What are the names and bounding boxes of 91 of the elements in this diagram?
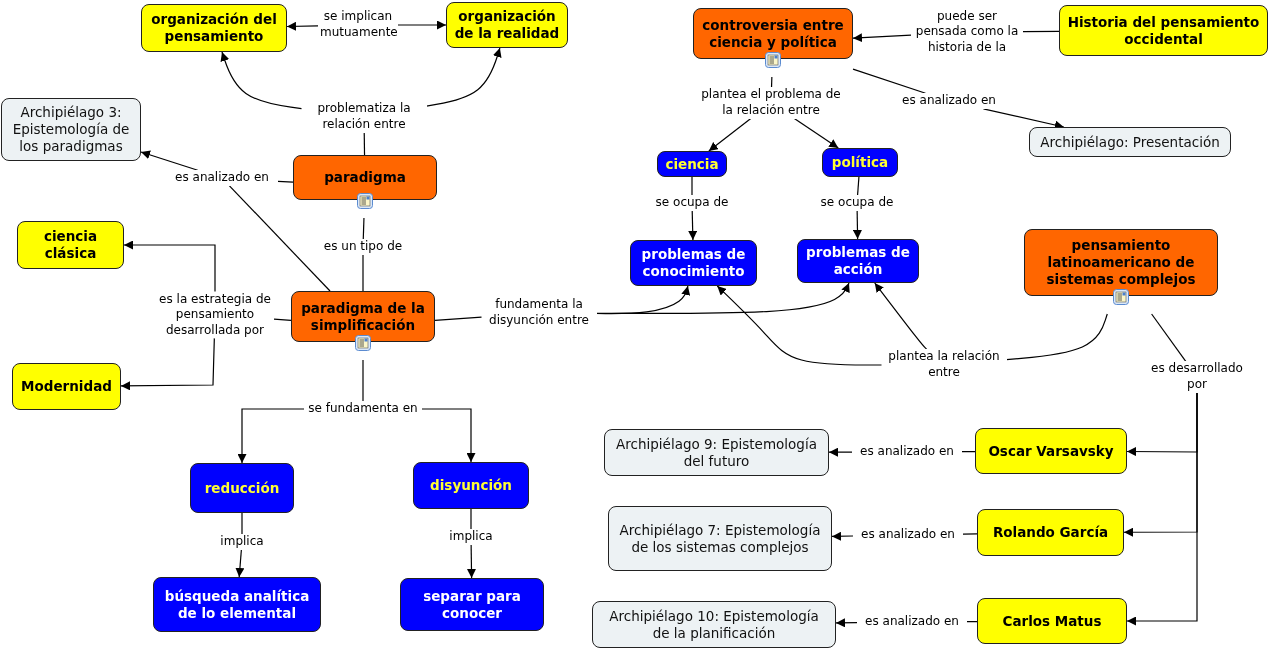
reference-box bbox=[604, 429, 829, 476]
connector-line bbox=[362, 359, 364, 402]
concept-label: búsqueda analítica de lo elemental bbox=[163, 587, 311, 622]
connector-line bbox=[362, 254, 364, 292]
concept-box bbox=[822, 148, 898, 177]
connector-line bbox=[363, 132, 366, 156]
concept-label: Archipiélago 9: Epistemología del futuro bbox=[615, 435, 818, 470]
concept-box bbox=[153, 577, 321, 632]
arrow bbox=[466, 544, 476, 579]
connector-line bbox=[434, 316, 483, 321]
concept-label: Archipiélago: Presentación bbox=[1040, 133, 1220, 151]
concept-box bbox=[797, 239, 919, 283]
concept-box bbox=[141, 4, 287, 52]
connector-line bbox=[241, 512, 243, 535]
connector-line bbox=[362, 217, 365, 240]
connector-line bbox=[228, 185, 331, 292]
concept-box bbox=[190, 463, 294, 513]
arrow bbox=[397, 20, 447, 30]
concept-box bbox=[12, 363, 121, 410]
arrow bbox=[220, 51, 303, 110]
connector-line bbox=[1151, 313, 1187, 362]
arrow bbox=[123, 240, 216, 293]
concept-label: política bbox=[831, 154, 889, 171]
concept-box bbox=[400, 578, 544, 631]
arrow bbox=[835, 618, 858, 628]
concept-label: ciencia clásica bbox=[42, 228, 99, 262]
reference-box bbox=[608, 506, 832, 571]
concept-label: Carlos Matus bbox=[1002, 612, 1102, 630]
reference-box bbox=[1, 98, 141, 161]
concept-label: problemas de acción bbox=[805, 244, 911, 278]
concept-box bbox=[977, 509, 1124, 556]
concept-label: Modernidad bbox=[21, 378, 112, 395]
concept-box bbox=[630, 240, 757, 286]
reference-box bbox=[1029, 127, 1231, 157]
connector-line bbox=[277, 180, 294, 183]
concept-box bbox=[17, 221, 124, 269]
concept-box bbox=[1059, 5, 1268, 56]
concept-label: Historia del pensamiento occidental bbox=[1066, 13, 1261, 48]
connector-line bbox=[962, 533, 978, 535]
concept-label: disyunción bbox=[430, 477, 512, 494]
arrow bbox=[1126, 392, 1198, 626]
arrow bbox=[286, 21, 319, 31]
concept-label: organización del pensamiento bbox=[150, 11, 278, 45]
concept-label: problemas de conocimiento bbox=[640, 246, 747, 280]
arrow bbox=[874, 282, 928, 350]
arrow bbox=[828, 447, 853, 457]
concept-box bbox=[975, 428, 1127, 474]
concept-label: Archipiélago 3: Epistemología de los paradigmas bbox=[11, 104, 131, 155]
connector-line bbox=[691, 176, 693, 196]
connector-line bbox=[1022, 30, 1060, 33]
concept-label: paradigma bbox=[324, 169, 406, 186]
connector-line bbox=[470, 508, 472, 530]
concept-box bbox=[293, 155, 437, 200]
arrow bbox=[595, 282, 850, 315]
arrow bbox=[831, 531, 854, 541]
connector-line bbox=[852, 68, 927, 94]
concept-box bbox=[291, 291, 435, 342]
concept-box bbox=[1024, 229, 1218, 296]
arrow bbox=[852, 33, 912, 43]
arrow bbox=[140, 150, 199, 171]
connector-line bbox=[273, 318, 292, 321]
concept-label: reducción bbox=[204, 479, 280, 497]
linking-phrase: es la estrategia de pensamiento desarrollada por bbox=[156, 291, 274, 339]
concept-label: separar para conocer bbox=[422, 587, 522, 622]
arrow bbox=[237, 408, 305, 464]
connector-line bbox=[1005, 313, 1108, 361]
arrow bbox=[708, 118, 752, 152]
concept-label: ciencia bbox=[665, 155, 719, 173]
concept-label: controversia entre ciencia y política bbox=[701, 16, 845, 51]
concept-box bbox=[977, 598, 1127, 644]
arrow bbox=[425, 47, 502, 107]
connector-line bbox=[857, 176, 860, 196]
concept-box bbox=[693, 8, 853, 59]
arrow bbox=[793, 118, 839, 149]
concept-box bbox=[657, 151, 727, 177]
concept-box bbox=[446, 2, 568, 48]
arrow bbox=[716, 285, 883, 366]
reference-box bbox=[592, 601, 836, 648]
concept-box bbox=[413, 462, 529, 509]
concept-label: Archipiélago 7: Epistemología de los sistemas complejos bbox=[618, 521, 822, 556]
arrow bbox=[421, 408, 476, 463]
concept-label: Oscar Varsavsky bbox=[988, 442, 1114, 460]
concept-label: Rolando García bbox=[992, 524, 1109, 541]
concept-label: pensamiento latinoamericano de sistemas complejos bbox=[1045, 237, 1197, 288]
concept-label: organización de la realidad bbox=[453, 8, 561, 42]
arrow bbox=[688, 210, 698, 241]
concept-label: paradigma de la simplificación bbox=[300, 299, 426, 334]
arrow bbox=[852, 210, 862, 240]
arrow bbox=[120, 337, 215, 391]
concept-label: Archipiélago 10: Epistemología de la planificación bbox=[608, 607, 820, 642]
arrow bbox=[235, 549, 245, 578]
